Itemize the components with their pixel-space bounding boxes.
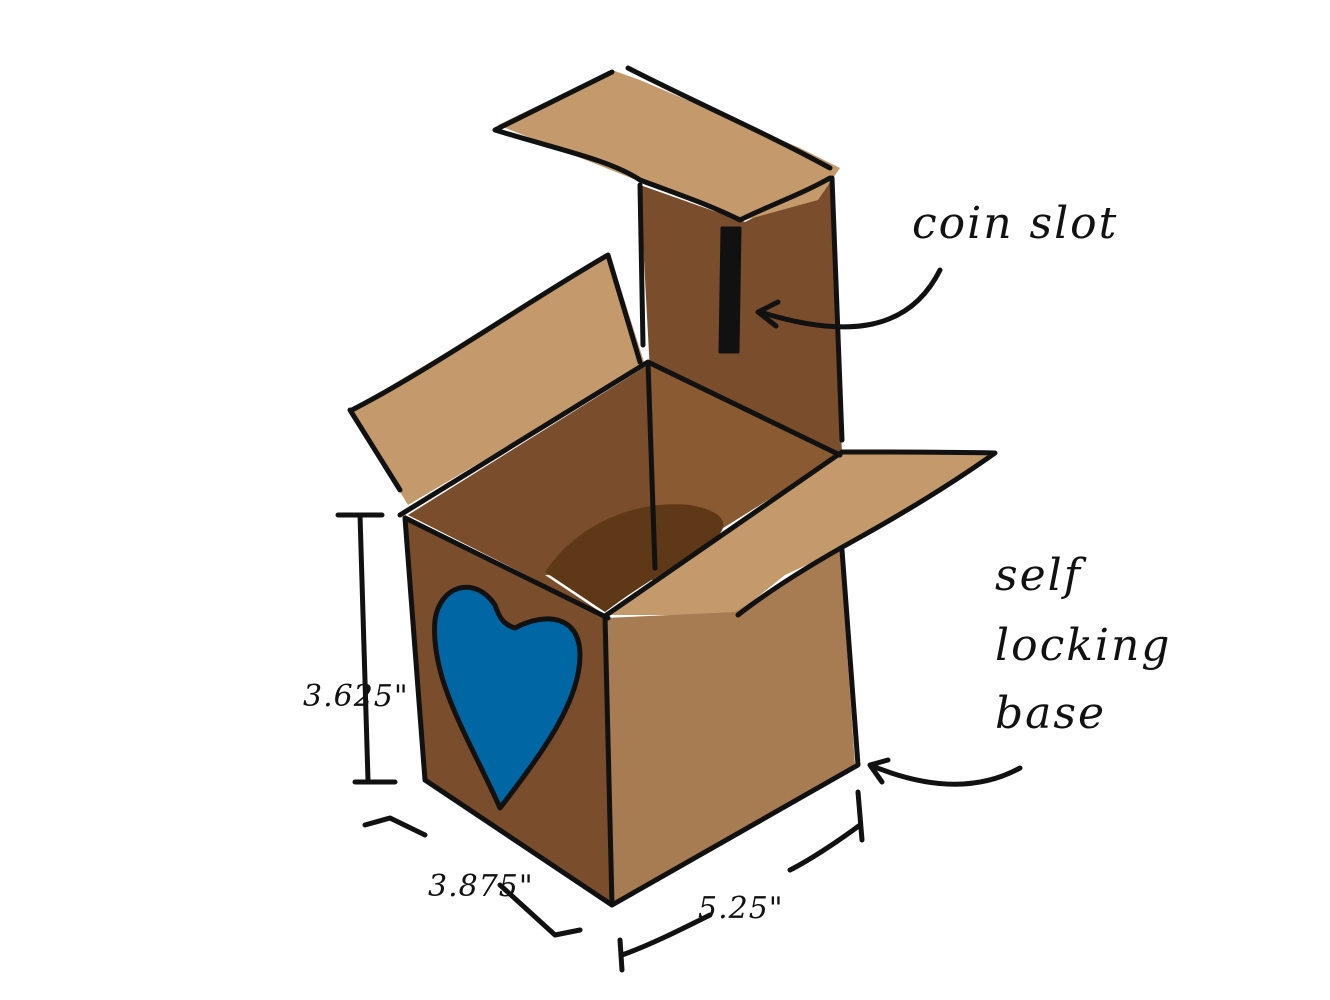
depth-dimension-label: 3.875" (428, 869, 534, 904)
coin-slot-arrow-icon (755, 267, 943, 330)
labels: coin slot self locking base 3.625" 3.875… (303, 198, 1171, 926)
color-fills (350, 70, 995, 905)
heart-outline-icon (432, 584, 583, 811)
tower-lid-outline (492, 65, 833, 223)
box-right-face-outline (602, 547, 861, 908)
box-left-face-outline (402, 515, 615, 908)
coin-slot-label: coin slot (912, 198, 1118, 249)
right-front-flap (605, 450, 995, 615)
width-dimension-label: 5.25" (698, 891, 784, 926)
height-dimension-bracket (335, 512, 398, 785)
self-locking-base-label-line1: self (995, 550, 1087, 601)
self-locking-base-label-line3: base (995, 688, 1106, 739)
self-locking-base-label-line2: locking (995, 620, 1171, 671)
base-arrow-icon (867, 757, 1023, 787)
height-dimension-label: 3.625" (303, 679, 409, 714)
coin-slot-icon (718, 226, 742, 354)
depth-dimension-bracket (362, 815, 583, 938)
width-dimension-bracket (617, 789, 865, 973)
interior-floor-shadow (545, 504, 724, 612)
heart-shape (434, 587, 580, 808)
tower-lid-flap (498, 70, 840, 220)
box-rim-outline (397, 359, 843, 571)
left-back-flap (350, 255, 645, 505)
ink-outlines (335, 65, 1023, 973)
box-right-face (605, 548, 855, 905)
right-flap-outline (602, 449, 998, 619)
left-flap-outline (347, 252, 643, 493)
tower-body-outline (637, 175, 845, 443)
